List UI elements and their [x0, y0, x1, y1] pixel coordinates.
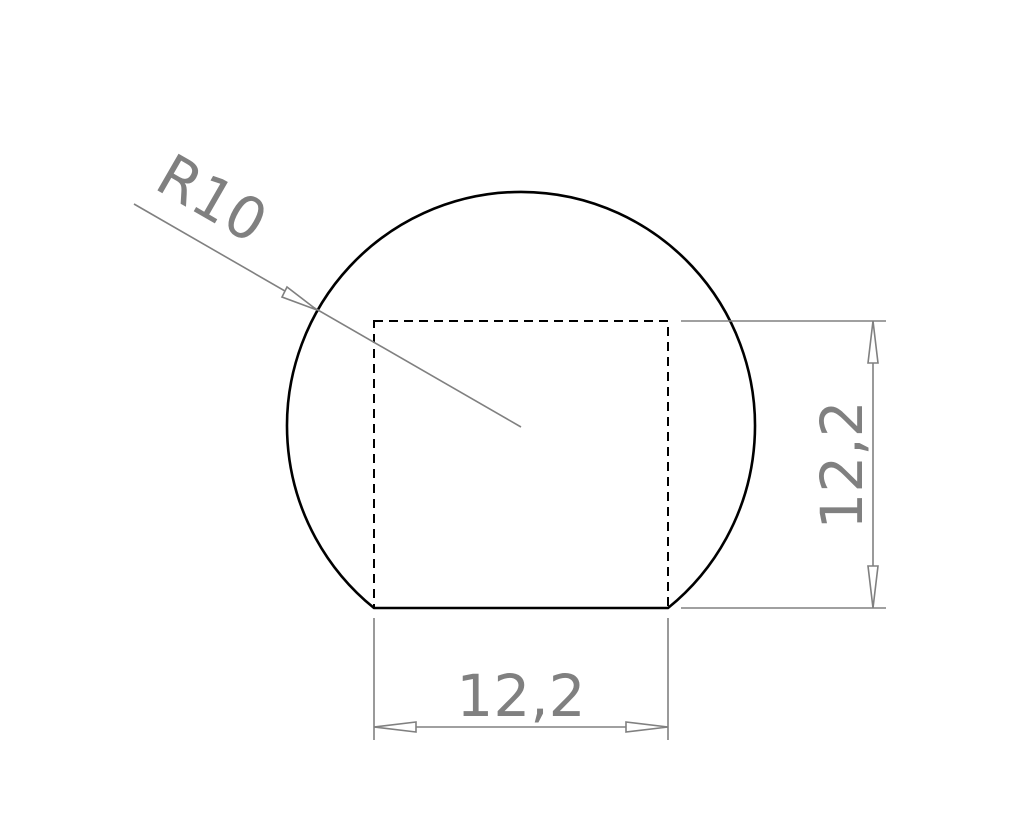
hidden-square [373, 320, 669, 609]
height-arrowhead-bottom [867, 565, 879, 609]
width-arrowhead-left [373, 721, 417, 733]
part-outline [285, 190, 757, 610]
radius-dimension-label: R10 [146, 141, 279, 257]
width-arrowhead-right [625, 721, 669, 733]
radius-leader-line [133, 203, 522, 428]
width-dimension-label: 12,2 [456, 662, 585, 730]
radius-arrowhead [280, 285, 318, 311]
height-arrowhead-top [867, 320, 879, 364]
height-dimension-label: 12,2 [808, 400, 876, 529]
